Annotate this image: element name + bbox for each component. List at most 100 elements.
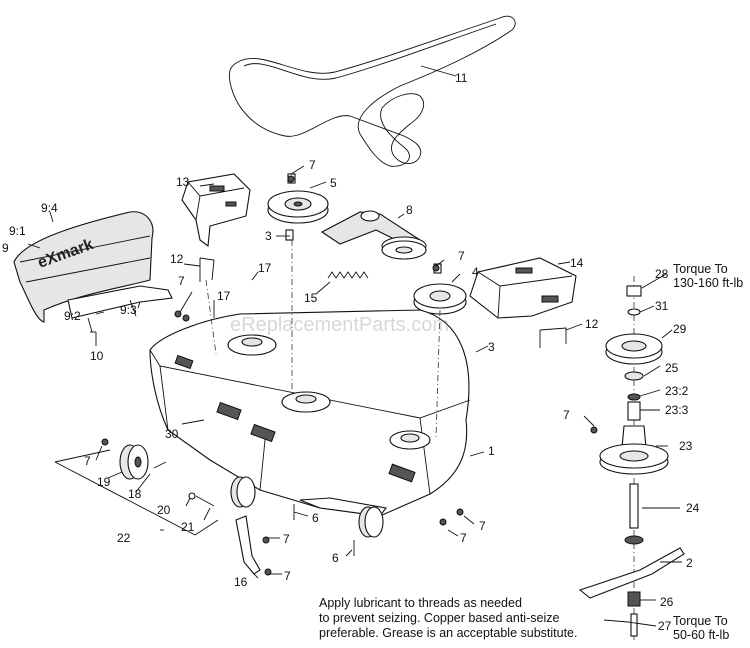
callout-9-1: 9:1 [9,224,26,238]
callout-3: 3 [488,340,495,354]
torque-bottom-line2: 50-60 ft-lb [673,628,730,642]
callout-18: 18 [128,487,142,501]
callout-9-2: 9:2 [64,309,81,323]
callout-7: 7 [284,569,291,583]
deck-wheel-left [230,476,256,508]
decal-right [388,463,416,483]
callout-19: 19 [97,475,111,489]
callout-17: 17 [258,261,272,275]
deflector-bracket-9-2 [67,285,173,333]
callout-6: 6 [312,511,319,525]
callout-11: 11 [455,71,468,85]
note-line1: Apply lubricant to threads as needed [319,596,522,610]
callout-28: 28 [655,267,669,281]
deck-wheel-right [358,506,384,538]
callout-3: 3 [265,229,272,243]
callout-9-4: 9:4 [41,201,58,215]
spacer-23-3 [627,401,641,421]
callout-7: 7 [309,158,316,172]
deck-spindle-right [389,430,431,450]
bolt-18 [153,461,167,469]
callout-7: 7 [563,408,570,422]
note-line3: preferable. Grease is an acceptable subs… [319,626,578,640]
callout-25: 25 [665,361,679,375]
callout-4: 4 [472,265,479,279]
callout-22: 22 [117,531,131,545]
callout-7: 7 [84,454,91,468]
callout-8: 8 [406,203,413,217]
washer-20 [188,492,196,500]
pulley-5 [267,173,329,241]
callout-20: 20 [157,503,171,517]
callout-10: 10 [90,349,104,363]
torque-top-line2: 130-160 ft-lb [673,276,744,290]
callout-1: 1 [488,444,495,458]
kit-bracket-22 [54,449,219,536]
callout-9-3: 9:3 [120,303,137,317]
bolt-21 [195,495,215,507]
callout-31: 31 [655,299,669,313]
cover-13 [181,173,251,248]
stud-12-left [199,257,215,282]
stud-12-right [539,327,567,348]
cover-14 [469,257,577,319]
bolt-27 [630,613,638,637]
torque-spec-bottom: Torque To 50-60 ft-lb [673,614,729,642]
bearing-23-2 [627,393,641,401]
deck-spindle-center [281,391,331,413]
pulley-29 [605,333,663,365]
deflector-9: eXmark [13,211,154,323]
callout-7: 7 [479,519,486,533]
spindle-shaft-24 [624,483,644,545]
drive-belt-11 [228,15,516,167]
pulley-4 [413,263,467,315]
callout-30: 30 [165,427,179,441]
callout-6: 6 [332,551,339,565]
lubricant-note: Apply lubricant to threads as needed to … [319,596,577,641]
wheel-19 [119,444,149,480]
torque-top-line1: Torque To [673,262,728,276]
callout-26: 26 [660,595,674,609]
callout-5: 5 [330,176,337,190]
leader-lines [27,65,682,627]
callout-7: 7 [283,532,290,546]
callout-24: 24 [686,501,700,515]
mower-deck-1 [149,309,471,517]
decal-center [250,423,276,443]
washer-31 [627,308,641,316]
callout-7: 7 [178,274,185,288]
nut-28 [626,285,642,297]
callout-12: 12 [170,252,184,266]
callout-13: 13 [176,175,190,189]
callout-23-2: 23:2 [665,384,689,398]
nut-group-7 [101,175,598,576]
spindle-assembly [578,285,685,637]
callout-17: 17 [217,289,231,303]
callout-9: 9 [2,241,9,255]
blade-2 [578,547,685,599]
decal-left [174,354,194,370]
spring-15 [327,271,369,279]
callout-16: 16 [234,575,248,589]
decal-30 [216,401,242,421]
callout-7: 7 [460,531,467,545]
callout-21: 21 [181,520,195,534]
callout-15: 15 [304,291,318,305]
callout-7: 7 [458,249,465,263]
deck-spindle-left [227,334,277,356]
note-line2: to prevent seizing. Copper based anti-se… [319,611,560,625]
idler-arm-8 [320,210,427,260]
watermark: eReplacementParts.com [230,314,449,336]
spacer-25 [624,371,644,381]
torque-bottom-line1: Torque To [673,614,728,628]
callout-2: 2 [686,556,693,570]
spindle-housing-23 [599,425,669,475]
callout-23: 23 [679,439,693,453]
callout-12: 12 [585,317,599,331]
torque-spec-top: Torque To 130-160 ft-lb [673,262,743,290]
callout-29: 29 [673,322,687,336]
callout-27: 27 [658,619,672,633]
nut-26 [627,591,641,607]
callout-23-3: 23:3 [665,403,689,417]
